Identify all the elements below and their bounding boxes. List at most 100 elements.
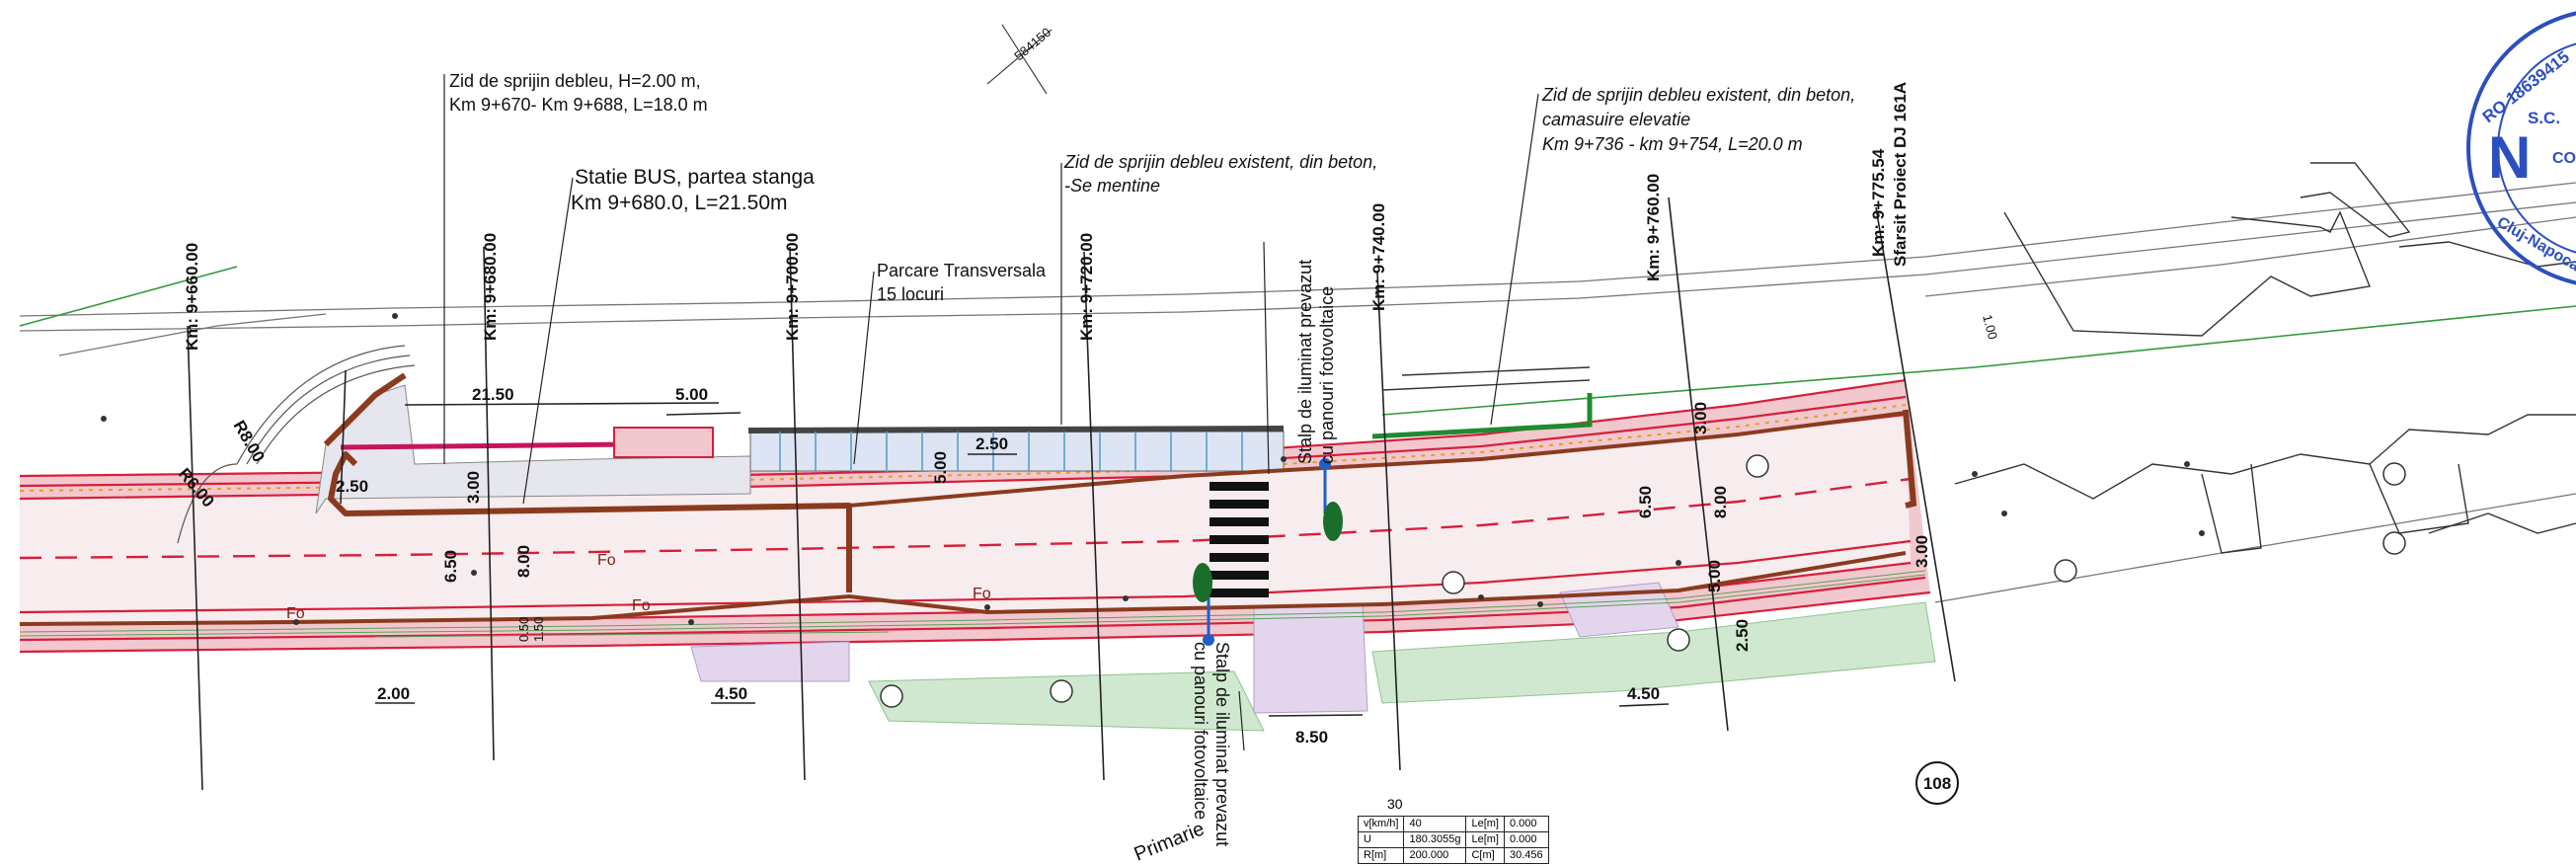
pole-bottom-line2: cu panouri fotovoltaice [1191,642,1210,820]
lilac-area-2 [1253,603,1368,714]
utility-symbols [880,454,2406,708]
curve-table-title: 30 [1387,796,1403,812]
sheet-number-badge: 108 [1915,761,1959,805]
wall-keep-line2: -Se mentine [1064,176,1160,196]
dim-8-00: 8.00 [514,545,533,578]
curve-table-cell: 180.3055g [1403,831,1467,848]
km-label-9700: Km: 9+700.00 [783,233,802,341]
km-label-9740: Km: 9+740.00 [1369,203,1388,311]
parking-line1: Parcare Transversala [877,261,1047,280]
dim-5-00-v: 5.00 [931,451,950,484]
center-dashed-line [19,477,1912,560]
svg-text:N: N [2488,124,2531,191]
lighting-pole-top [1319,458,1343,541]
company-stamp: RO 18639415 S.C. N CO Cluj-Napoca [2466,11,2576,285]
dim-4-50-b: 4.50 [1627,684,1660,703]
bus-platform-red [340,441,633,450]
bay-curve-lines [177,345,416,544]
lilac-area [690,641,850,682]
survey-points [101,313,2205,625]
dim-2-50-b: 2.50 [336,477,368,496]
dim-6-50-b: 6.50 [1636,486,1655,518]
retaining-wall-green [1371,393,1593,439]
pole-top-line2: cu panouri fotovoltaice [1317,286,1337,464]
wall-lined-line2: camasuire elevatie [1542,110,1690,129]
km-label-9660: Km: 9+660.00 [183,243,201,351]
dim-5-00-c: 5.00 [1705,560,1724,592]
dim-3-00: 3.00 [464,471,483,504]
curve-table-cell: v[km/h] [1357,816,1405,832]
bus-bay-curb-top [323,372,407,447]
dim-8-50: 8.50 [1295,728,1328,747]
road-curb-upper [848,411,1907,508]
dim-0-50: 0.50 [516,617,531,642]
wall-new-line2: Km 9+670- Km 9+688, L=18.0 m [449,95,708,115]
utility-lines [19,570,1926,638]
diag-dim-label: 1.00 [1980,313,2000,341]
km-label-9680: Km: 9+680.00 [481,233,500,341]
carriageway [20,415,1911,624]
svg-text:CO: CO [2552,150,2576,167]
property-lines [1381,162,2576,554]
curve-table-cell: 0.000 [1503,816,1549,832]
bus-station-line2: Km 9+680.0, L=21.50m [571,192,788,214]
parking-wall [747,426,1285,433]
km-label-9775: Km: 9+775.54 [1869,148,1888,257]
dim-6-50: 6.50 [441,550,460,583]
parking-area [749,431,1285,472]
primarie-label: Primarie [1132,818,1208,865]
end-curb [1903,409,1917,509]
curve-table-cell: 0.000 [1503,831,1549,848]
parking-line2: 15 locuri [877,284,944,304]
dim-1-50: 1.50 [531,617,546,642]
curve-table-cell: Le[m] [1465,831,1505,848]
curve-table-cell: R[m] [1357,847,1405,864]
pole-bottom-line1: Stalp de iluminat prevazut [1212,642,1232,846]
road-curb-lower [19,551,1907,626]
dim-4-50-a: 4.50 [715,684,747,703]
curve-table-cell: 40 [1403,816,1467,832]
curve-table-cell: 30.456 [1503,847,1549,864]
dim-3-00-b: 3.00 [1691,402,1710,434]
wall-lined-line3: Km 9+736 - km 9+754, L=20.0 m [1542,134,1803,154]
dim-5-00: 5.00 [675,385,708,404]
dim-21-50: 21.50 [472,385,514,404]
road-mark-fo-4: Fo [973,586,991,602]
curve-table-cell: C[m] [1465,847,1505,864]
station-lines [187,197,1956,791]
bus-shelter [613,427,714,458]
dim-2-00: 2.00 [377,684,410,703]
zebra-crossing [1210,482,1269,597]
dim-2-50-c: 2.50 [1733,619,1752,652]
wall-lined-line1: Zid de sprijin debleu existent, din beto… [1541,85,1855,105]
road-mark-fo-2: Fo [286,605,305,622]
km-label-9720: Km: 9+720.00 [1077,233,1096,341]
dim-2-50: 2.50 [976,434,1008,453]
bus-station-line1: Statie BUS, partea stanga [575,166,815,189]
leader-lines [443,74,1539,751]
end-project-label: Sfarsit Proiect DJ 161A [1891,82,1910,267]
dim-8-00-b: 8.00 [1711,486,1730,518]
coord-label: 584150 [1011,25,1054,63]
curve-table-cell: 200.000 [1403,847,1467,864]
road-mark-fo-3: Fo [632,597,651,614]
dimension-bars [340,369,1670,717]
lighting-pole-bottom [1193,563,1214,646]
coord-marker [986,24,1053,95]
curve-table-cell: U [1357,831,1405,848]
pole-top-line1: Stalp de iluminat prevazut [1295,260,1315,464]
wall-keep-line1: Zid de sprijin debleu existent, din beto… [1063,152,1377,172]
svg-text:S.C.: S.C. [2528,109,2560,127]
svg-text:108: 108 [1923,774,1951,793]
wall-new-line1: Zid de sprijin debleu, H=2.00 m, [449,71,701,91]
curve-table-cell: Le[m] [1465,816,1505,832]
dim-3-00-c: 3.00 [1912,535,1931,568]
road-mark-fo-1: Fo [597,552,616,569]
km-label-9760: Km: 9+760.00 [1644,174,1663,281]
parking-stalls [779,432,1243,472]
